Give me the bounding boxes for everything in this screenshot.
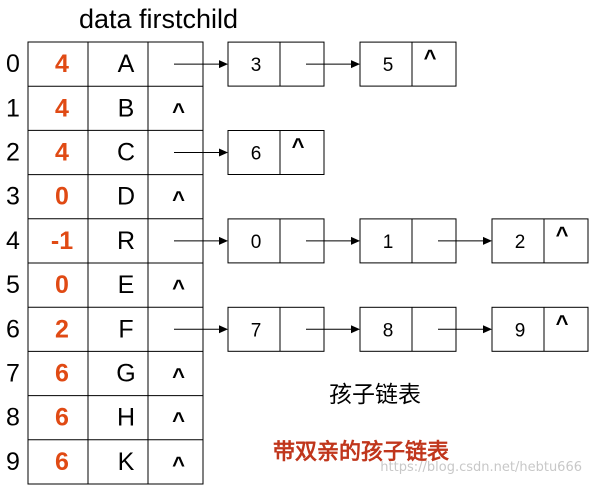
null-pointer-caret: ^ [172, 98, 185, 123]
table-row: 6 2 F [6, 315, 134, 343]
node-data: F [118, 315, 133, 343]
row-index: 2 [6, 139, 20, 167]
diagram-caption: 孩子链表 [329, 382, 421, 408]
child-index: 7 [251, 320, 262, 341]
node-data: G [116, 360, 135, 388]
child-node-box [359, 41, 457, 87]
table-row: 3 0 D ^ [6, 183, 185, 212]
parent-value: 6 [55, 448, 69, 476]
parent-value: 6 [55, 360, 69, 388]
child-node: 5^ [359, 41, 457, 87]
null-pointer-caret: ^ [172, 452, 185, 477]
row-index: 3 [6, 183, 20, 211]
child-node-box [491, 306, 589, 352]
child-index: 5 [383, 55, 394, 76]
watermark-text: https://blog.csdn.net/hebtu666 [380, 460, 582, 475]
null-pointer-caret: ^ [172, 364, 185, 389]
node-data: C [117, 139, 135, 167]
table-row: 1 4 B ^ [6, 94, 185, 123]
child-index: 9 [515, 320, 526, 341]
table-row: 2 4 C [6, 139, 135, 167]
node-data: B [118, 94, 135, 122]
table-row: 8 6 H ^ [6, 404, 185, 433]
pointer-arrow [174, 148, 228, 157]
null-pointer-caret: ^ [172, 187, 185, 212]
pointer-arrow [174, 325, 228, 334]
pointer-arrow [174, 60, 228, 69]
parent-value: 4 [55, 50, 69, 78]
child-index: 8 [383, 320, 394, 341]
child-node: 6^ [227, 130, 325, 175]
child-index: 2 [515, 232, 526, 253]
node-data: E [118, 271, 135, 299]
row-index: 4 [6, 227, 20, 255]
child-node: 2^ [491, 218, 589, 264]
parent-value: -1 [51, 227, 73, 255]
parent-value: 4 [55, 94, 69, 122]
node-data: R [117, 227, 135, 255]
row-index: 7 [6, 360, 20, 388]
table-row: 4 -1 R [6, 227, 135, 255]
table-row: 7 6 G ^ [6, 360, 185, 389]
child-list: 6^ [174, 130, 325, 175]
row-index: 9 [6, 448, 20, 476]
parent-value: 0 [55, 183, 69, 211]
child-node: 9^ [491, 306, 589, 352]
null-pointer-caret: ^ [556, 310, 569, 335]
node-data: D [117, 183, 135, 211]
pointer-arrow [306, 325, 360, 334]
table-row: 9 6 K ^ [6, 448, 185, 477]
pointer-arrow [306, 60, 360, 69]
child-node-box [227, 130, 325, 175]
row-index: 6 [6, 315, 20, 343]
parent-value: 4 [55, 139, 69, 167]
table-grid [27, 41, 204, 485]
child-index: 1 [383, 232, 394, 253]
null-pointer-caret: ^ [424, 45, 437, 70]
node-data: H [117, 404, 135, 432]
row-index: 0 [6, 50, 20, 78]
diagram-title: 带双亲的孩子链表 [273, 439, 450, 465]
null-pointer-caret: ^ [172, 408, 185, 433]
child-index: 3 [251, 55, 262, 76]
parent-value: 6 [55, 404, 69, 432]
row-index: 8 [6, 404, 20, 432]
parent-value: 2 [55, 315, 69, 343]
null-pointer-caret: ^ [292, 134, 305, 159]
child-index: 0 [251, 232, 262, 253]
child-node-box [491, 218, 589, 264]
pointer-arrow [438, 236, 492, 245]
row-index: 5 [6, 271, 20, 299]
node-data: A [118, 50, 135, 78]
table-row: 5 0 E ^ [6, 271, 185, 300]
null-pointer-caret: ^ [172, 275, 185, 300]
pointer-arrow [306, 236, 360, 245]
pointer-arrow [438, 325, 492, 334]
pointer-arrow [174, 236, 228, 245]
row-index: 1 [6, 94, 20, 122]
table-row: 0 4 A [6, 50, 135, 78]
node-data: K [118, 448, 135, 476]
child-index: 6 [251, 144, 262, 165]
table-header-label: data firstchild [79, 4, 238, 34]
parent-value: 0 [55, 271, 69, 299]
null-pointer-caret: ^ [556, 222, 569, 247]
